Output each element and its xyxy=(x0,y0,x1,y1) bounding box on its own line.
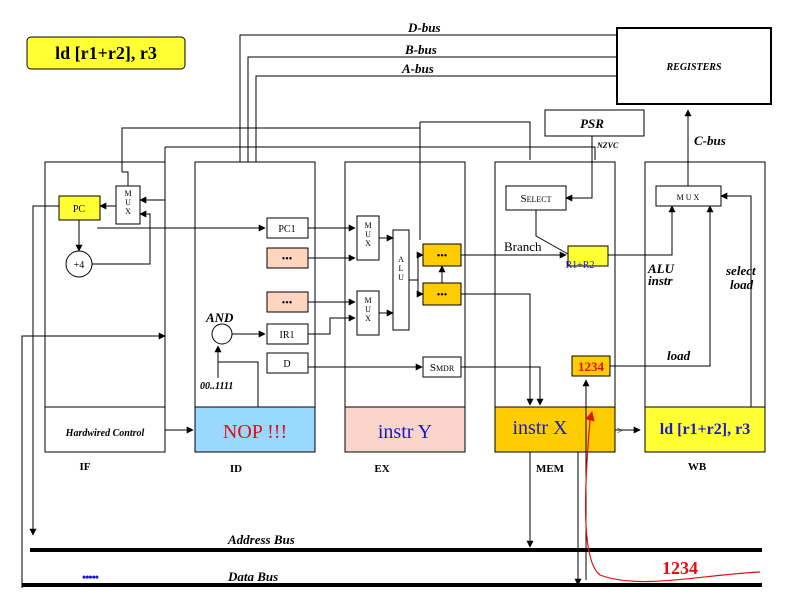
d-label: D xyxy=(283,359,290,370)
if-status-text: Hardwired Control xyxy=(65,428,145,439)
select-load-line xyxy=(720,192,752,407)
id-status-cell xyxy=(194,406,316,453)
psr-flags: NZVC xyxy=(596,141,619,150)
and-constant: 00..1111 xyxy=(200,381,233,392)
smdr-label: SMDR xyxy=(430,362,455,374)
wb-status-cell xyxy=(644,406,766,453)
mem-data-value: 1234 xyxy=(578,359,605,374)
nop-to-and xyxy=(218,361,259,407)
data-bus-dots: ••••• xyxy=(82,570,99,584)
mem-to-wb-arrowhead: > xyxy=(617,426,623,437)
alu-to-result xyxy=(409,251,424,281)
select-to-r1r2 xyxy=(535,210,569,255)
id-operand-b-dots: ••• xyxy=(282,298,293,309)
stage-name-ex: EX xyxy=(374,463,389,475)
instruction-badge-text: ld [r1+r2], r3 xyxy=(55,43,157,63)
ex-status-text: instr Y xyxy=(378,421,432,443)
pc-to-address-bus xyxy=(29,205,59,536)
b-bus-label: B-bus xyxy=(404,42,437,57)
mux-to-pc-top xyxy=(122,171,129,186)
stage-name-wb: WB xyxy=(688,461,707,473)
registers-block xyxy=(616,27,772,105)
r1r2-register xyxy=(567,245,609,267)
data-bus-to-if xyxy=(21,332,166,588)
alu-to-address xyxy=(416,280,424,298)
psr-label: PSR xyxy=(580,116,604,131)
load-to-wbmux xyxy=(610,205,714,367)
wb-mux-label: M U X xyxy=(677,193,700,202)
stage-wb: ld [r1+r2], r3 xyxy=(644,161,766,453)
d-register xyxy=(266,352,309,374)
plus4-label: +4 xyxy=(74,260,85,271)
id-status-text: NOP !!! xyxy=(223,421,287,443)
wb-status-text: ld [r1+r2], r3 xyxy=(660,421,750,438)
if-mux xyxy=(115,185,141,225)
a-bus-label: A-bus xyxy=(401,61,434,76)
branch-label: Branch xyxy=(504,239,542,254)
r1r2-label: R1+R2 xyxy=(566,260,595,271)
and-gate xyxy=(211,323,233,345)
data-bus-label: Data Bus xyxy=(227,569,278,584)
ir1-to-mux2 xyxy=(308,314,356,335)
psr-ex-line xyxy=(420,121,531,160)
smdr-to-mem xyxy=(461,366,544,406)
pc-register xyxy=(58,195,101,221)
data-bus-value: 1234 xyxy=(662,558,698,578)
address-to-mem xyxy=(461,293,534,406)
stage-name-if: IF xyxy=(80,461,91,473)
pc1-label: PC1 xyxy=(278,224,295,235)
psr-to-select xyxy=(565,136,593,202)
and-label: AND xyxy=(205,310,234,325)
ex-result-dots: ••• xyxy=(437,251,448,262)
load-label: load xyxy=(667,348,691,363)
adder-to-mux xyxy=(92,210,151,265)
ex-address-dots: ••• xyxy=(437,290,448,301)
id-operand-a-dots: ••• xyxy=(282,254,293,265)
d-bus-label: D-bus xyxy=(407,20,441,35)
select-unit xyxy=(505,185,567,211)
mem-status-text: instr X xyxy=(513,417,569,439)
instruction-badge: ld [r1+r2], r3 xyxy=(26,36,186,70)
c-bus-label: C-bus xyxy=(694,133,726,148)
pc-label: PC xyxy=(73,204,86,215)
if-status-cell xyxy=(44,406,166,453)
ex-status-cell xyxy=(344,406,466,453)
registers-label: REGISTERS xyxy=(665,62,721,73)
psr-register xyxy=(544,109,645,137)
branch-to-mux xyxy=(139,147,166,204)
branch-feedback-line xyxy=(165,146,596,160)
select-label: SELECT xyxy=(520,193,551,205)
stage-name-mem: MEM xyxy=(536,463,565,475)
r1r2-to-wbmux xyxy=(608,205,676,256)
address-bus-label: Address Bus xyxy=(227,532,295,547)
stage-name-id: ID xyxy=(230,463,242,475)
red-data-return-curve xyxy=(584,411,761,583)
ir1-label: IR1 xyxy=(280,330,295,341)
mem-status-cell xyxy=(494,406,616,453)
